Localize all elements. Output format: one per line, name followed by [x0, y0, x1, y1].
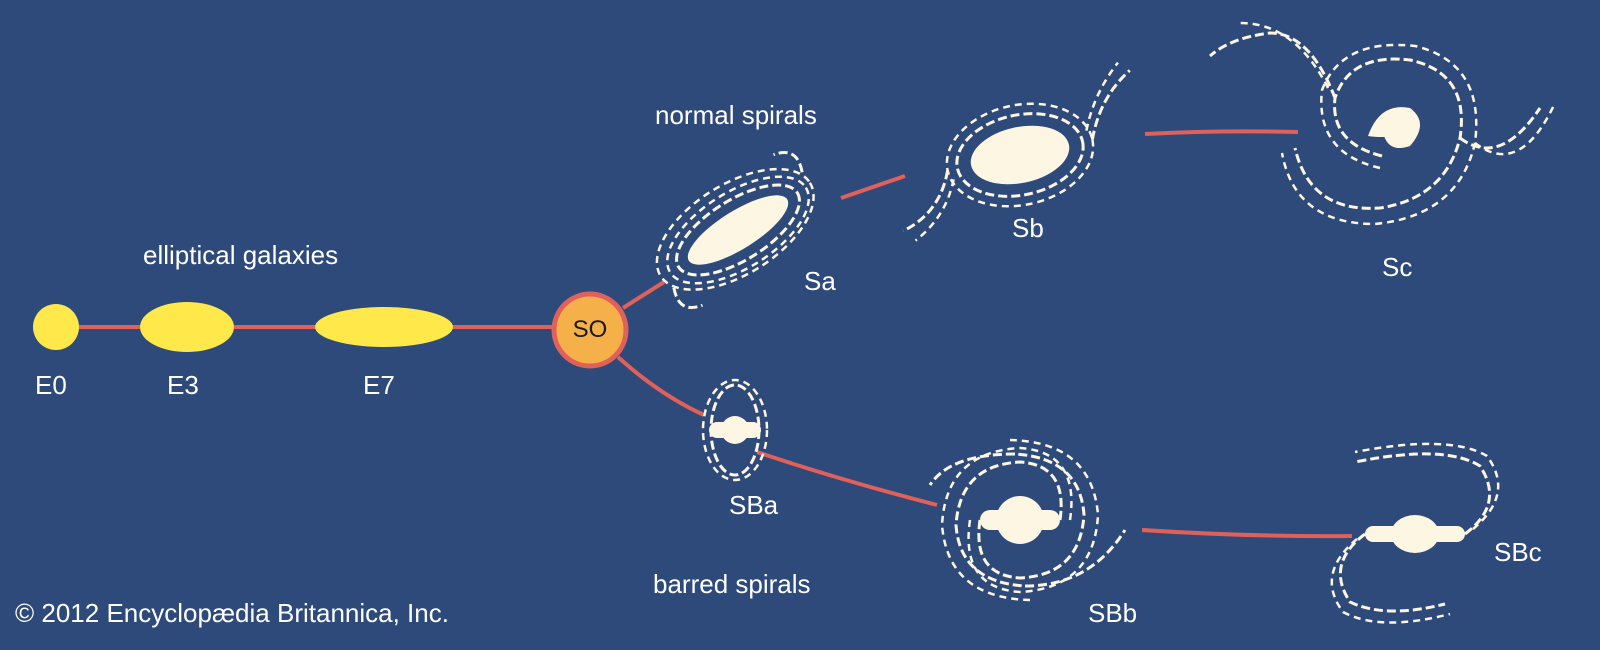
galaxy-sb: [902, 61, 1131, 242]
label-e7: E7: [363, 370, 395, 400]
connector-so-sba: [616, 355, 705, 417]
label-sb: Sb: [1012, 213, 1044, 243]
label-sba: SBa: [729, 490, 779, 520]
label-sbc: SBc: [1494, 537, 1542, 567]
galaxy-sbb: [928, 438, 1127, 602]
heading-barred-spirals: barred spirals: [653, 569, 811, 599]
label-sa: Sa: [804, 266, 836, 296]
connector-lines: [78, 129, 1353, 539]
galaxy-e3: [140, 302, 234, 352]
label-so: SO: [572, 316, 608, 343]
galaxy-e7: [315, 307, 453, 347]
connector-so-sa: [621, 280, 666, 310]
label-e0: E0: [35, 370, 67, 400]
galaxy-sa: [655, 150, 815, 310]
connector-sbb-sbc: [1141, 528, 1353, 539]
galaxy-sc: [1208, 21, 1557, 226]
galaxy-e0: [33, 304, 79, 350]
connector-sa-sb: [840, 174, 906, 200]
copyright-notice: © 2012 Encyclopædia Britannica, Inc.: [15, 598, 449, 628]
connector-sba-sbb: [756, 450, 938, 507]
galaxy-sbc: [1330, 442, 1500, 624]
heading-elliptical-galaxies: elliptical galaxies: [143, 240, 339, 270]
heading-normal-spirals: normal spirals: [655, 100, 817, 130]
label-sc: Sc: [1382, 252, 1413, 282]
label-sbb: SBb: [1088, 598, 1138, 628]
label-e3: E3: [167, 370, 199, 400]
connector-sb-sc: [1144, 129, 1299, 136]
galaxy-so: [551, 291, 629, 369]
galaxy-sba: [701, 378, 769, 482]
